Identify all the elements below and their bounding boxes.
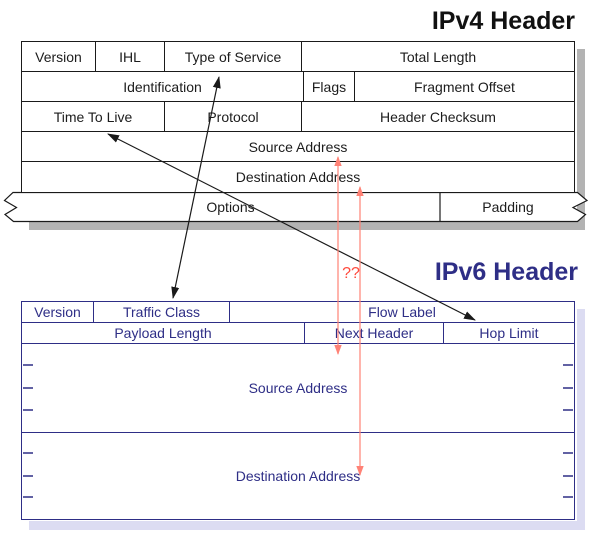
ipv4-field-version: Version <box>35 48 82 65</box>
ipv6-field-version: Version <box>34 304 81 320</box>
ipv6-field-traffic-class: Traffic Class <box>93 302 229 322</box>
ipv6-field-destination-address: Destination Address <box>235 468 361 484</box>
ipv6-row-2: Payload Length Next Header Hop Limit <box>22 323 574 344</box>
ipv4-field-total-length: Total Length <box>301 42 574 71</box>
ipv4-row-1: Version IHL Type of Service Total Length <box>22 42 574 72</box>
ipv6-shadow-right <box>577 309 585 530</box>
ipv6-field-flow-label: Flow Label <box>229 302 574 322</box>
ipv4-field-fragment-offset: Fragment Offset <box>354 72 574 101</box>
question-marks-label: ?? <box>342 265 360 282</box>
ipv4-field-header-checksum: Header Checksum <box>301 102 574 131</box>
ipv4-header-table: Version IHL Type of Service Total Length… <box>21 41 575 193</box>
ipv6-row-source: Source Address <box>22 344 574 433</box>
ipv4-field-type-of-service: Type of Service <box>164 42 301 71</box>
ipv4-row-2: Identification Flags Fragment Offset <box>22 72 574 102</box>
ipv4-shadow-bottom <box>29 222 585 230</box>
ipv4-field-ihl: IHL <box>95 42 164 71</box>
ipv4-row-4: Source Address <box>22 132 574 162</box>
ipv4-field-destination-address: Destination Address <box>235 169 361 185</box>
ipv4-field-padding: Padding <box>482 199 534 215</box>
ipv6-field-source-address: Source Address <box>248 380 348 396</box>
ipv4-row-5: Destination Address <box>22 162 574 192</box>
ipv4-shadow-right <box>577 49 585 230</box>
ipv4-field-source-address: Source Address <box>248 138 348 155</box>
ipv4-field-time-to-live: Time To Live <box>53 108 133 125</box>
ipv6-field-next-header: Next Header <box>304 323 443 343</box>
ipv4-field-protocol: Protocol <box>164 102 301 131</box>
ipv4-field-flags: Flags <box>303 72 354 101</box>
ipv4-field-options: Options <box>206 199 255 215</box>
ipv4-row-3: Time To Live Protocol Header Checksum <box>22 102 574 132</box>
ipv4-header-title: IPv4 Header <box>431 7 575 35</box>
ipv6-row-1: Version Traffic Class Flow Label <box>22 302 574 323</box>
ipv6-shadow-bottom <box>29 521 585 530</box>
ipv6-field-hop-limit: Hop Limit <box>443 323 574 343</box>
ipv6-field-payload-length: Payload Length <box>114 325 212 341</box>
ipv4-field-identification: Identification <box>123 78 202 95</box>
ipv6-header-title: IPv6 Header <box>434 258 578 286</box>
ipv6-row-destination: Destination Address <box>22 433 574 519</box>
ipv6-header-table: Version Traffic Class Flow Label Payload… <box>21 301 575 520</box>
